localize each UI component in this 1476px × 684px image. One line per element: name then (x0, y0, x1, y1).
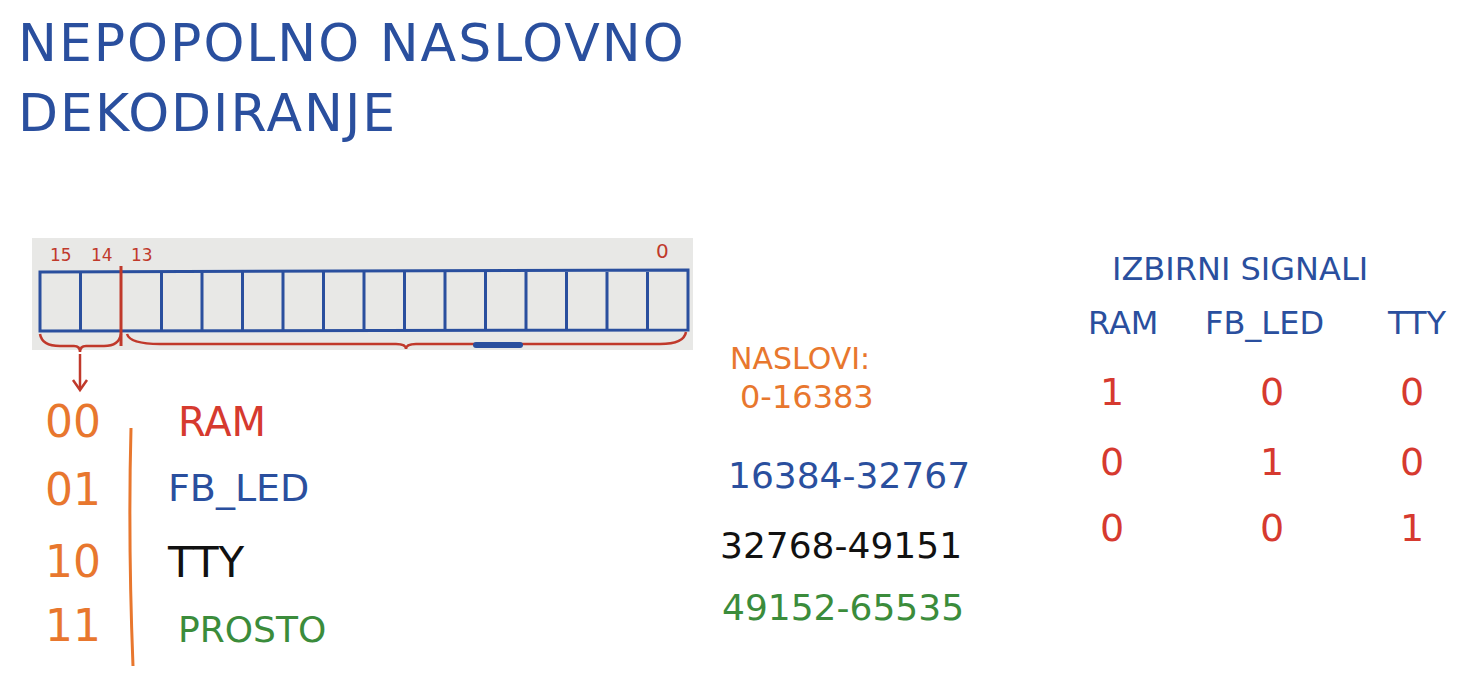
label-holder: 10 (45, 538, 101, 586)
table-header: TTY (1388, 304, 1446, 342)
signal-value: 1 (1260, 440, 1284, 484)
label-holder: 0 (1100, 442, 1124, 484)
table-header: RAM (1088, 304, 1158, 342)
brace-mark (476, 342, 520, 348)
label-holder: TTY (1388, 306, 1446, 341)
device-name: RAM (178, 399, 266, 445)
signal-value: 0 (1260, 370, 1284, 414)
address-code: 10 (45, 536, 101, 587)
register-outline (40, 270, 688, 331)
signal-value: 1 (1400, 506, 1424, 550)
label-holder: RAM (1088, 306, 1158, 341)
address-code: 00 (45, 396, 101, 447)
label-holder: 01 (45, 466, 101, 514)
upper-bits-brace (40, 334, 121, 352)
signal-value: 0 (1260, 506, 1284, 550)
title-block: NEPOPOLNO NASLOVNO DEKODIRANJE (18, 8, 918, 148)
label-holder: NASLOVI: (730, 342, 870, 375)
label-holder: TTY (168, 540, 244, 586)
label-holder: 49152-65535 (722, 588, 964, 628)
bit-index: 0 (656, 239, 669, 263)
label-holder: 11 (45, 602, 101, 650)
signal-value: 0 (1400, 440, 1424, 484)
section-heading: IZBIRNI SIGNALI (1112, 250, 1368, 288)
address-range: 16384-32767 (728, 455, 970, 496)
bit-index: 15 (50, 245, 72, 265)
signal-value: 0 (1100, 506, 1124, 550)
label-holder: 15 (50, 246, 72, 265)
address-range: 0-16383 (740, 378, 874, 416)
address-code: 11 (45, 600, 101, 651)
diagram-title: NEPOPOLNO NASLOVNO DEKODIRANJE (18, 8, 918, 148)
label-holder: 0 (1400, 372, 1424, 414)
device-name: FB_LED (168, 466, 309, 510)
bit-index: 14 (91, 245, 113, 265)
label-holder: FB_LED (1205, 306, 1324, 341)
label-holder: 0 (1400, 442, 1424, 484)
section-heading: NASLOVI: (730, 341, 870, 376)
bit-index: 13 (131, 245, 153, 265)
label-holder: 00 (45, 398, 101, 446)
label-holder: 14 (91, 246, 113, 265)
label-holder: FB_LED (168, 468, 309, 510)
label-holder: 0 (1100, 508, 1124, 550)
photo-background (32, 238, 693, 350)
down-arrow (79, 354, 82, 388)
label-holder: IZBIRNI SIGNALI (1112, 252, 1368, 287)
arrow-head (73, 380, 87, 390)
label-holder: 1 (1100, 372, 1124, 414)
label-holder: 0 (1260, 372, 1284, 414)
address-range: 49152-65535 (722, 587, 964, 628)
table-header: FB_LED (1205, 304, 1324, 342)
label-holder: 0-16383 (740, 380, 874, 415)
label-holder: 32768-49151 (720, 526, 962, 566)
label-holder: 0 (1260, 508, 1284, 550)
label-holder: 13 (131, 246, 153, 265)
label-holder: 16384-32767 (728, 456, 970, 496)
label-holder: PROSTO (178, 610, 326, 650)
code-separator (130, 428, 133, 666)
label-holder: 1 (1260, 442, 1284, 484)
signal-value: 0 (1100, 440, 1124, 484)
address-code: 01 (45, 464, 101, 515)
address-range: 32768-49151 (720, 525, 962, 566)
signal-value: 1 (1100, 370, 1124, 414)
label-holder: 1 (1400, 508, 1424, 550)
device-name: TTY (168, 538, 244, 587)
device-name: PROSTO (178, 609, 326, 650)
lower-bits-brace (127, 332, 686, 349)
bit-dividers (81, 272, 648, 330)
signal-value: 0 (1400, 370, 1424, 414)
label-holder: 0 (656, 240, 669, 262)
label-holder: RAM (178, 400, 266, 444)
